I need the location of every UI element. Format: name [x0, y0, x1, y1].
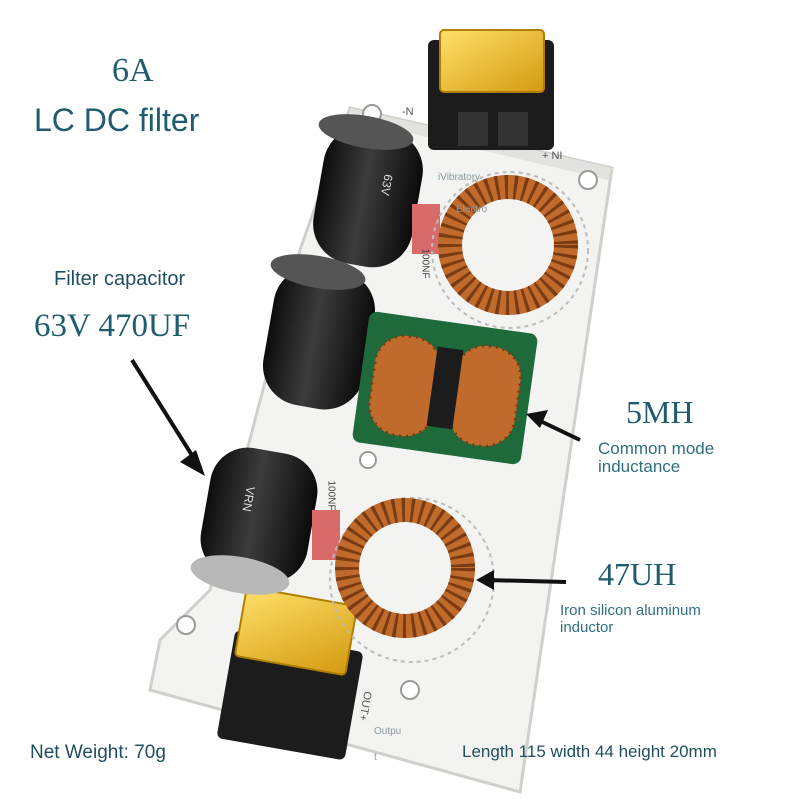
- inductor-value: 47UH: [598, 556, 677, 592]
- electrolytic-capacitor-upper: [313, 114, 423, 268]
- electrolytic-capacitor-middle: [262, 254, 376, 410]
- output-terminal-block: [217, 586, 363, 760]
- capacitor-value: 63V 470UF: [34, 308, 191, 344]
- common-mode-desc-line2: inductance: [598, 457, 681, 476]
- common-mode-desc-line1: Common mode: [598, 439, 715, 458]
- vibratory-watermark: iVibratory: [438, 172, 481, 183]
- product-name: LC DC filter: [34, 102, 200, 138]
- electro-watermark: Electro: [456, 204, 488, 215]
- output-watermark-1: Outpu: [374, 726, 402, 737]
- rating-title: 6A: [112, 52, 154, 89]
- capacitor-title: Filter capacitor: [54, 268, 186, 290]
- electrolytic-capacitor-lower: [190, 447, 318, 595]
- common-mode-desc: Common mode inductance: [598, 440, 714, 476]
- net-weight: Net Weight: 70g: [30, 742, 166, 763]
- film-cap-label-upper: 100NF: [419, 248, 431, 279]
- input-minus-label: -N: [402, 106, 414, 118]
- film-cap-label-lower: 100NF: [325, 480, 337, 511]
- common-mode-choke: [352, 311, 538, 465]
- inductor-arrow: [476, 570, 567, 590]
- output-watermark-2: t: [374, 752, 377, 763]
- common-mode-value: 5MH: [626, 394, 694, 430]
- inductor-desc-line2: inductor: [560, 619, 614, 636]
- inductor-desc: Iron silicon aluminum inductor: [560, 602, 701, 636]
- capacitor-arrow: [130, 358, 205, 476]
- inductor-desc-line1: Iron silicon aluminum: [560, 602, 701, 619]
- input-terminal-block: [428, 29, 554, 150]
- dimensions: Length 115 width 44 height 20mm: [462, 742, 717, 761]
- toroid-inductor-lower: [329, 497, 495, 663]
- common-mode-arrow: [526, 410, 581, 442]
- film-capacitor-lower: [312, 510, 340, 560]
- input-plus-label: + NI: [542, 150, 563, 162]
- toroid-inductor-upper: [431, 171, 589, 329]
